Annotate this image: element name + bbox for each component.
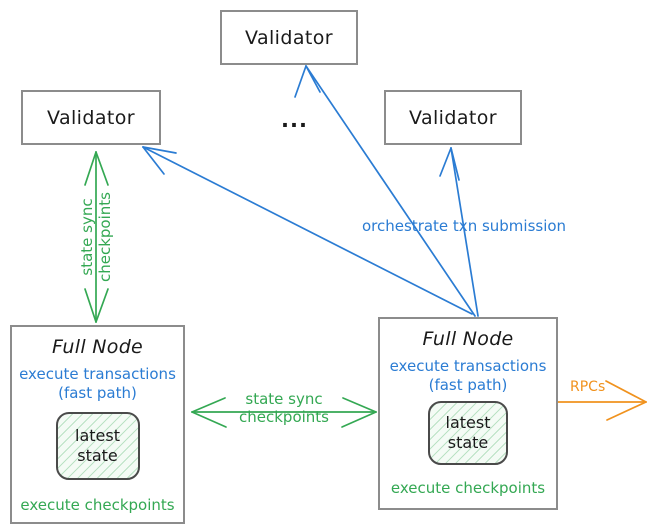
full-node-left-title: Full Node <box>51 336 144 358</box>
full-node-left-fast-path-line1: execute transactions <box>19 365 176 383</box>
validator-left-label: Validator <box>47 106 135 129</box>
full-node-right-latest-state-chip[interactable]: latest state <box>428 400 508 465</box>
full-node-left[interactable]: Full Node execute transactions (fast pat… <box>10 325 185 524</box>
full-node-left-latest-state-chip[interactable]: latest state <box>55 411 140 480</box>
validator-right-label: Validator <box>409 106 497 129</box>
full-node-right-latest-state-line2: state <box>447 432 489 452</box>
full-node-right-fast-path: execute transactions (fast path) <box>390 357 547 395</box>
validator-top-label: Validator <box>245 26 333 49</box>
label-orchestrate-txn-submission: orchestrate txn submission <box>362 217 567 235</box>
label-state-sync-vertical-line1: state sync <box>78 198 96 276</box>
validators-ellipsis: ... <box>281 108 308 132</box>
validator-left[interactable]: Validator <box>21 90 161 145</box>
full-node-left-execute-checkpoints: execute checkpoints <box>20 495 175 514</box>
full-node-left-fast-path-line2: (fast path) <box>58 383 137 402</box>
label-state-sync-vertical-line2: checkpoints <box>96 192 115 282</box>
full-node-right-title: Full Node <box>422 328 514 350</box>
full-node-right-fast-path-line1: execute transactions <box>389 357 547 375</box>
validator-top[interactable]: Validator <box>220 10 358 65</box>
full-node-left-latest-state-line2: state <box>77 445 118 465</box>
validator-right[interactable]: Validator <box>384 90 522 145</box>
full-node-right-latest-state-line1: latest <box>445 413 491 433</box>
full-node-right[interactable]: Full Node execute transactions (fast pat… <box>378 317 558 510</box>
label-state-sync-horizontal-line2: checkpoints <box>239 408 329 427</box>
full-node-right-execute-checkpoints: execute checkpoints <box>390 478 546 497</box>
label-state-sync-horizontal-line1: state sync <box>245 390 323 408</box>
full-node-left-latest-state-line1: latest <box>75 426 120 446</box>
label-state-sync-horizontal: state sync checkpoints <box>230 390 338 427</box>
full-node-right-fast-path-line2: (fast path) <box>428 375 508 394</box>
label-rpcs: RPCs <box>570 379 606 395</box>
label-state-sync-vertical: state sync checkpoints <box>78 192 115 282</box>
full-node-left-fast-path: execute transactions (fast path) <box>19 365 176 403</box>
